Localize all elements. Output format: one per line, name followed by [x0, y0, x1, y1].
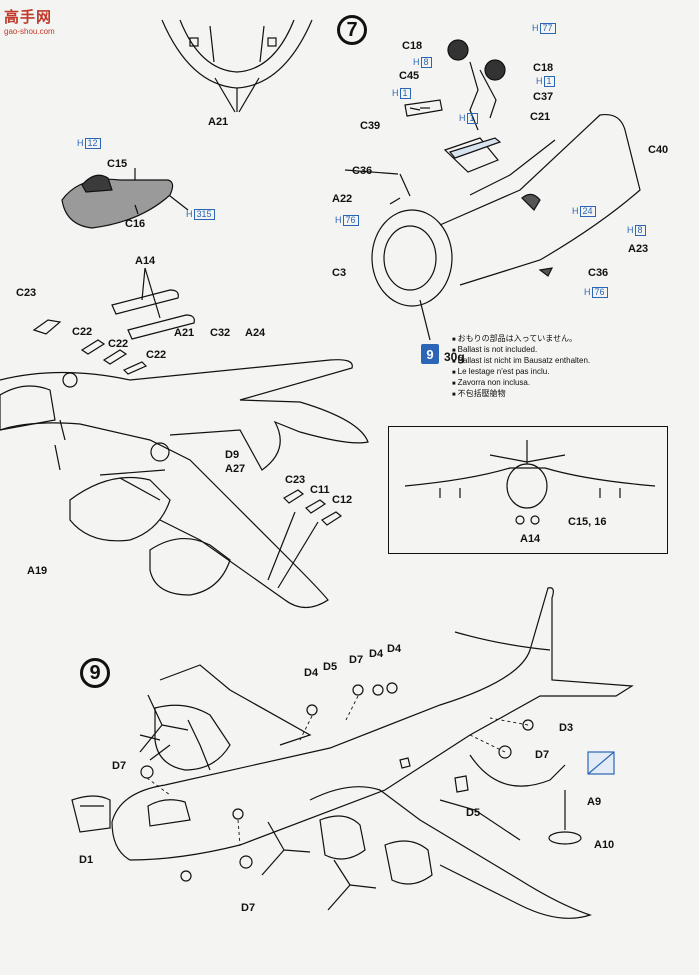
step-7-marker: 7: [337, 15, 367, 45]
label-a14: A14: [135, 255, 156, 267]
label-a21-top: A21: [208, 116, 229, 128]
label-d4-c: D4: [387, 643, 402, 655]
torpedo-parts: [111, 267, 195, 340]
propellers: [139, 694, 377, 911]
label-c18-right: C18: [533, 62, 554, 74]
label-a14-inset: A14: [520, 533, 541, 545]
watermark-logo: 高手网 gao-shou.com: [4, 6, 55, 36]
step-9-marker: 9: [80, 658, 110, 688]
label-c21: C21: [530, 111, 551, 123]
label-d7-b: D7: [535, 749, 550, 761]
label-d5-b: D5: [466, 807, 481, 819]
label-a27: A27: [225, 463, 246, 475]
label-c18-left: C18: [402, 40, 423, 52]
label-d4-b: D4: [369, 648, 384, 660]
label-c37: C37: [533, 91, 554, 103]
label-d3: D3: [559, 722, 574, 734]
label-d7-d: D7: [241, 902, 256, 914]
label-c36-left: C36: [352, 165, 373, 177]
label-c39: C39: [360, 120, 381, 132]
ballast-line-en: Ballast is not included.: [452, 345, 590, 356]
watermark-title: 高手网: [4, 9, 53, 26]
label-c3: C3: [332, 267, 347, 279]
fuselage-step-9: [71, 587, 634, 919]
label-a21-mid: A21: [174, 327, 195, 339]
pod-part: [61, 174, 174, 229]
label-c32: C32: [210, 327, 231, 339]
label-c12: C12: [332, 494, 353, 506]
label-a22: A22: [332, 193, 353, 205]
label-d7-a: D7: [349, 654, 364, 666]
ballast-note: おもりの部品は入っていません。 Ballast is not included.…: [452, 334, 591, 400]
label-d1: D1: [79, 854, 94, 866]
label-c40: C40: [648, 144, 669, 156]
watermark-url: gao-shou.com: [4, 27, 55, 36]
ballast-line-de: Ballast ist nicht im Bausatz enthalten.: [452, 356, 591, 367]
label-d4-a: D4: [304, 667, 319, 679]
ballast-line-ja: おもりの部品は入っていません。: [452, 334, 590, 345]
label-c45: C45: [399, 70, 420, 82]
label-a24: A24: [245, 327, 266, 339]
label-c22-c: C22: [146, 349, 167, 361]
label-c23-mid: C23: [285, 474, 306, 486]
label-c16: C16: [125, 218, 146, 230]
label-c11: C11: [310, 484, 330, 496]
inset-frame: [388, 426, 668, 554]
label-c15-16: C15, 16: [568, 516, 607, 528]
nose-section: [344, 39, 641, 341]
label-c22-a: C22: [72, 326, 93, 338]
inset-front-view: [404, 440, 656, 525]
label-c22-b: C22: [108, 338, 129, 350]
label-a19: A19: [27, 565, 48, 577]
ballast-line-it: Zavorra non inclusa.: [452, 378, 590, 389]
label-a10: A10: [594, 839, 615, 851]
wing-assembly: [0, 359, 369, 609]
ballast-line-fr: Le lestage n'est pas inclu.: [452, 367, 590, 378]
label-a9: A9: [587, 796, 602, 808]
label-c15: C15: [107, 158, 128, 170]
label-c36-right: C36: [588, 267, 609, 279]
label-a23: A23: [628, 243, 649, 255]
label-d9: D9: [225, 449, 240, 461]
label-d7-c: D7: [112, 760, 127, 772]
ballast-icon: 9: [421, 344, 439, 364]
label-d5-a: D5: [323, 661, 338, 673]
ballast-line-zh: 不包括壓艙物: [452, 389, 590, 400]
top-ring-part: [161, 19, 313, 113]
label-c23-left: C23: [16, 287, 37, 299]
